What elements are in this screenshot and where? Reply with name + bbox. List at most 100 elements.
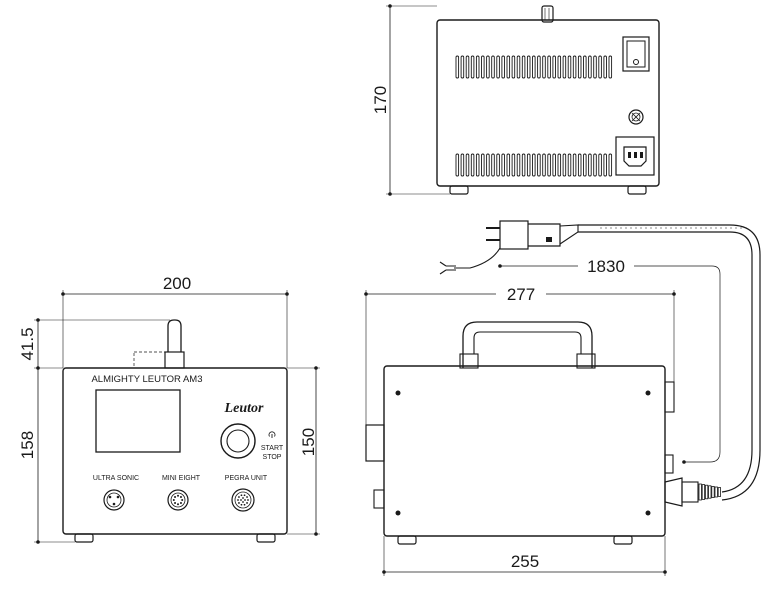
connector-pin [174,501,177,504]
dim-front-width: 200 [163,274,191,293]
folded-handle-outline [133,351,166,369]
strain-relief-rib [698,483,702,501]
strain-relief [698,483,722,501]
vent-slot [486,55,490,79]
dim-cord-length: 1830 [587,257,625,276]
connector-pin [172,499,175,501]
connector-pin [240,494,243,497]
vent-slot [470,153,475,177]
connector-pin [237,499,239,501]
vent-slot [532,55,536,79]
vent-slot [475,153,480,177]
vent-slot [511,153,516,177]
vent-slot [593,55,597,79]
vent-slot [583,153,587,177]
vent-slot [588,153,592,177]
power-cable [578,231,753,493]
connector-pin [243,494,246,497]
vent-slot [567,153,572,177]
vent-slot [588,55,592,79]
vent-slot [465,153,470,177]
vent-slot [526,55,531,79]
model-name: ALMIGHTY LEUTOR AM3 [91,374,202,385]
front-foot-left [74,533,94,543]
ultrasonic-connector-icon [103,489,125,511]
power-inlet [615,136,655,176]
port-label-minieight: MINI EIGHT [162,475,201,482]
strain-relief-rib [708,485,712,499]
connector-pin [240,503,243,506]
connector-pin [179,496,182,499]
vent-slot [475,55,480,79]
vent-slot [562,55,567,79]
vent-slot [562,153,567,177]
strain-relief-rib [714,486,718,498]
power-switch [622,36,650,72]
minieight-connector-icon [167,489,189,511]
vent-slot [593,153,597,177]
connector-pin [242,501,244,503]
strain-relief-rib [705,484,709,500]
vent-slot [521,153,526,177]
side-connector [373,489,385,509]
dim-side-body-width: 255 [511,552,539,571]
vent-slot [603,153,607,177]
cord-plug [664,477,683,507]
vent-slot [486,153,490,177]
rear-foot-left [449,185,469,195]
front-handle [167,319,182,352]
vent-slot [491,55,495,79]
vent-slot [516,153,521,177]
start-stop-knob [220,423,256,459]
vent-slot [552,153,556,177]
side-switch [664,381,675,413]
vent-slot [547,153,551,177]
ground-wire [454,247,501,269]
connector-pin [246,502,248,504]
vent-slot [552,55,556,79]
port-label-pegra: PEGRA UNIT [225,475,268,482]
vent-slot [501,55,505,79]
vent-slot [455,153,460,177]
rear-vent-top [455,55,613,79]
spade-terminal-icon [439,261,456,275]
display-screen [95,389,181,453]
vent-slot [577,153,582,177]
connector-pin [242,497,244,499]
rear-antenna [541,5,554,23]
vent-slot [557,55,562,79]
vent-slot [583,55,587,79]
vent-slot [572,55,577,79]
vent-slot [516,55,521,79]
connector-pin [240,499,242,501]
vent-slot [481,153,485,177]
strain-relief-rib [717,487,722,497]
vent-slot [598,153,602,177]
vent-slot [537,55,541,79]
power-symbol-icon [268,431,276,438]
strain-relief-rib [701,484,706,500]
vent-slot [491,153,495,177]
rear-view: 170 [371,4,660,196]
connector-pin [177,503,179,506]
ground-terminal [628,109,644,125]
connector-pin [177,494,179,497]
connector-pin [238,502,240,504]
dim-side-width-with-parts: 277 [507,285,535,304]
vent-slot [598,55,602,79]
connector-pin [174,496,177,499]
front-body [62,367,288,535]
vent-slot [608,55,613,79]
dim-rear-height: 170 [371,86,390,114]
dim-front-body-height: 150 [299,428,318,456]
vent-slot [603,55,607,79]
vent-slot [496,55,500,79]
vent-slot [567,55,572,79]
vent-slot [572,153,577,177]
side-body [383,365,666,537]
screw-icons [395,390,651,516]
vent-slot [511,55,516,79]
vent-slot [521,55,526,79]
connector-pin [246,496,248,498]
